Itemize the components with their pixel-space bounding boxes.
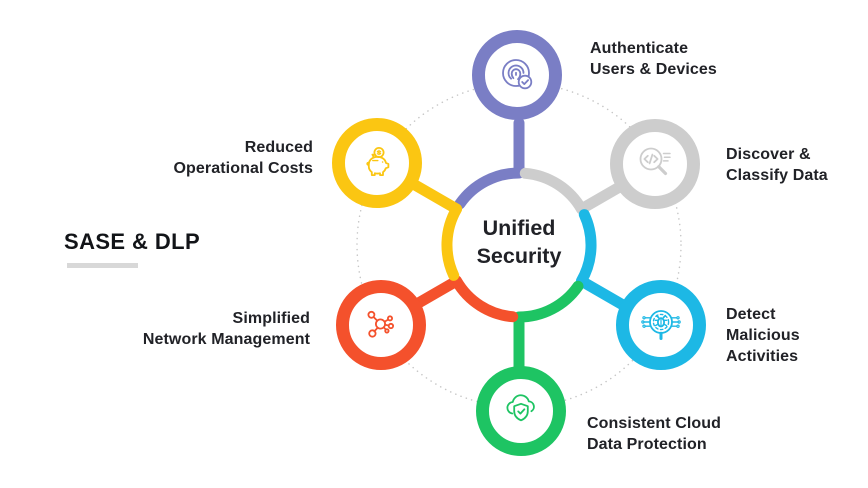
malware-scan-icon — [639, 303, 683, 347]
label-discover-line1: Discover & — [726, 146, 811, 163]
label-authenticate-line2: Users & Devices — [590, 61, 717, 78]
label-reduced: Reduced Operational Costs — [173, 137, 313, 179]
label-simplified-line1: Simplified — [232, 310, 310, 327]
center-label: Unified Security — [439, 214, 599, 270]
node-circle-reduced — [332, 118, 422, 208]
page-title: SASE & DLP — [64, 229, 201, 254]
label-detect-line3: Activities — [726, 348, 799, 365]
label-consistent: Consistent Cloud Data Protection — [587, 413, 721, 455]
piggy-bank-icon — [355, 141, 399, 185]
dashed-orbit-circle — [356, 82, 682, 408]
label-simplified: Simplified Network Management — [143, 308, 310, 350]
fingerprint-check-icon — [495, 53, 539, 97]
node-circle-consistent — [476, 366, 566, 456]
node-circle-discover — [610, 119, 700, 209]
segment-simplified — [407, 275, 519, 323]
title-underline — [67, 263, 138, 268]
segment-consistent — [513, 280, 584, 373]
label-discover-line2: Classify Data — [726, 167, 828, 184]
node-circle-simplified — [336, 280, 426, 370]
code-search-icon — [633, 142, 677, 186]
center-label-line1: Unified — [482, 216, 556, 240]
label-detect: Detect Malicious Activities — [726, 304, 800, 367]
center-label-line2: Security — [476, 244, 562, 268]
label-consistent-line2: Data Protection — [587, 436, 707, 453]
segment-reduced — [407, 178, 463, 281]
label-detect-line1: Detect — [726, 306, 776, 323]
label-simplified-line2: Network Management — [142, 331, 310, 348]
label-authenticate-line1: Authenticate — [590, 40, 689, 57]
node-circle-authenticate — [472, 30, 562, 120]
label-consistent-line1: Consistent Cloud — [587, 415, 722, 432]
label-reduced-line1: Reduced — [244, 139, 313, 156]
label-reduced-line2: Operational Costs — [173, 160, 313, 177]
label-discover: Discover & Classify Data — [726, 144, 828, 186]
segment-detect — [575, 209, 631, 312]
cloud-shield-check-icon — [499, 389, 543, 433]
network-nodes-icon — [359, 303, 403, 347]
segment-discover — [519, 167, 631, 215]
segment-authenticate — [454, 117, 525, 210]
label-detect-line2: Malicious — [726, 327, 800, 344]
label-authenticate: Authenticate Users & Devices — [590, 38, 717, 80]
